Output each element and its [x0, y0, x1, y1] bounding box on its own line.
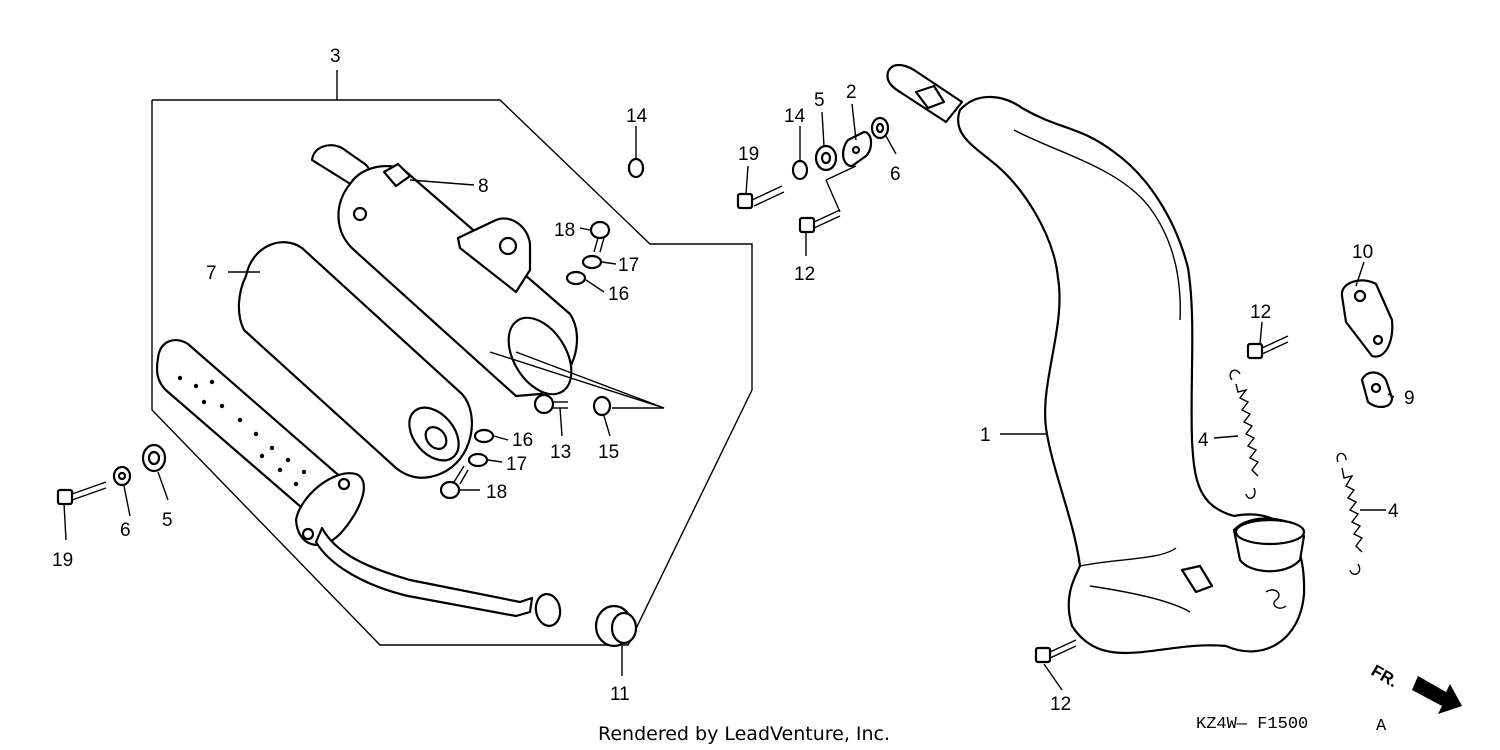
callout-5-left: 5 [162, 510, 173, 531]
leader-lines [63, 103, 1395, 691]
callout-9: 9 [1404, 388, 1415, 409]
grommet-5-left [141, 443, 167, 473]
exhaust-spring-lower [1336, 452, 1364, 575]
callout-2: 2 [846, 82, 857, 103]
rubber-mount-11 [594, 604, 638, 648]
callout-15: 15 [598, 442, 619, 463]
bracket-plate-10 [1340, 279, 1394, 358]
expansion-chamber [886, 63, 1306, 655]
callout-14-top: 14 [626, 106, 648, 127]
callout-4-upper: 4 [1198, 430, 1209, 451]
bolt-12-top [798, 209, 841, 234]
callout-1: 1 [980, 425, 991, 446]
callout-3: 3 [330, 46, 341, 67]
callout-5-right: 5 [814, 90, 825, 111]
collar-6-right [870, 116, 890, 140]
muffler-inner-pipe [155, 339, 562, 627]
washer-14-right [791, 159, 809, 181]
callout-19-left: 19 [52, 550, 73, 571]
bolt-18-upper [589, 220, 611, 253]
callout-18-lower: 18 [486, 482, 507, 503]
bolt-19-right [736, 185, 785, 210]
diagram-code: KZ4W— F1500 [1196, 715, 1308, 734]
callout-13: 13 [550, 442, 571, 463]
bolt-12-right [1246, 335, 1289, 360]
callout-6-left: 6 [120, 520, 131, 541]
front-direction-indicator: FR. [1368, 661, 1462, 714]
stay-9 [1360, 371, 1394, 408]
front-direction-arrow-icon [1412, 676, 1462, 714]
exhaust-spring-upper [1229, 369, 1260, 499]
diagram-revision: A [1376, 717, 1387, 736]
grommet-5-right [814, 144, 838, 172]
callout-19-right: 19 [738, 144, 759, 165]
callout-12-bottom: 12 [1050, 694, 1071, 715]
front-direction-label: FR. [1368, 661, 1401, 691]
muffler-sleeve [237, 241, 474, 479]
screw-13 [533, 393, 568, 415]
washer-16-upper [565, 270, 587, 286]
washer-15 [592, 395, 612, 417]
washer-16-lower [473, 428, 495, 444]
callout-10: 10 [1352, 242, 1373, 263]
bolt-18-lower [439, 465, 469, 500]
callout-16-upper: 16 [608, 284, 629, 305]
callout-7: 7 [206, 263, 217, 284]
callout-17-lower: 17 [506, 454, 527, 475]
callout-14-right: 14 [784, 106, 806, 127]
muffler-assembly-outline [151, 70, 753, 646]
callout-12-right: 12 [1250, 302, 1271, 323]
washer-17-upper [581, 254, 603, 270]
muffler-body [310, 144, 579, 398]
callout-11: 11 [610, 684, 630, 705]
callout-8: 8 [478, 176, 489, 197]
callout-17-upper: 17 [618, 255, 639, 276]
callout-6-right: 6 [890, 164, 901, 185]
washer-17-lower [467, 452, 489, 468]
callout-18-upper: 18 [554, 220, 575, 241]
callout-16-lower: 16 [512, 430, 533, 451]
collar-6-left [112, 465, 132, 487]
callout-4-lower: 4 [1388, 501, 1399, 522]
bolt-19-left [56, 481, 107, 506]
credit-text: Rendered by LeadVenture, Inc. [598, 723, 890, 745]
stay-plate-2 [842, 130, 873, 168]
washer-14-top [627, 157, 645, 179]
callout-12-top: 12 [794, 264, 815, 285]
bolt-12-bottom [1034, 639, 1077, 664]
